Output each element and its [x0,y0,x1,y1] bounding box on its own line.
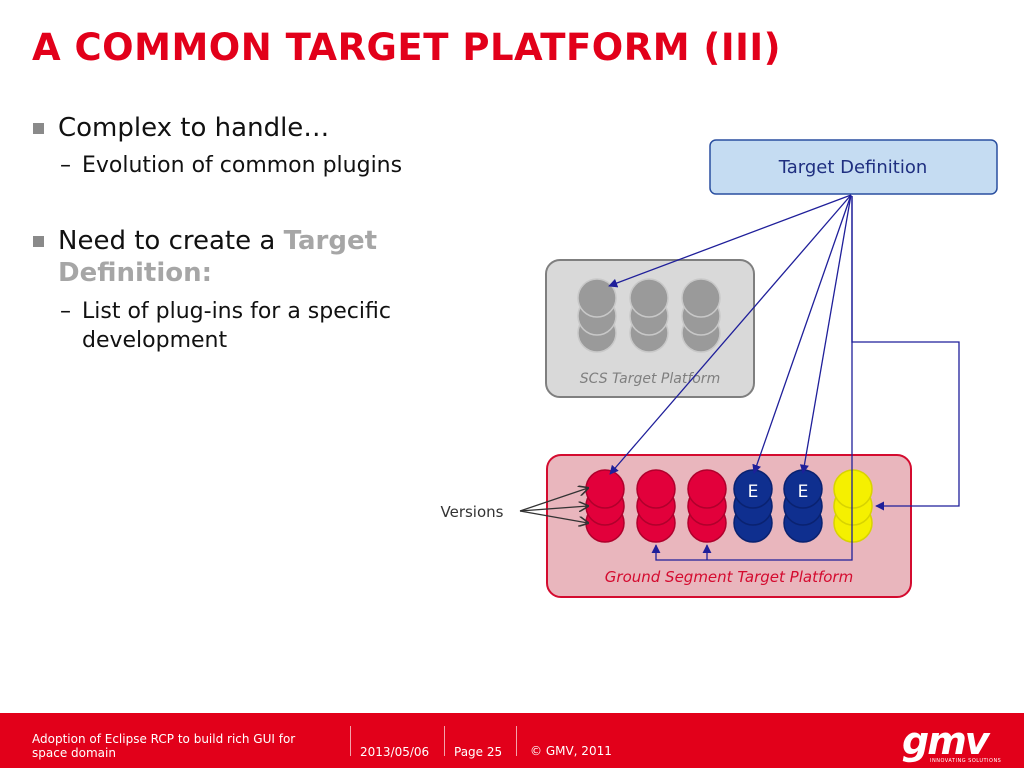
footer-doc-title-line1: Adoption of Eclipse RCP to build rich GU… [32,732,296,746]
plugin-letter: E [798,482,809,502]
versions-arrows [519,488,588,523]
ground-plugin-stacks: E E [585,469,873,543]
scs-platform-label: SCS Target Platform [580,371,720,387]
highlight-definition: Definition: [58,258,213,288]
arrow-to-scs [608,194,852,288]
bottom-connector [707,196,853,561]
bullet-text: Need to create a [58,226,284,256]
gray-plugin-stack [681,278,721,353]
gmv-logo: gmv [902,719,990,763]
dash-icon: – [60,299,71,324]
footer-date: 2013/05/06 [360,745,430,759]
gray-plugin-stack [629,278,669,353]
bullet-text: Complex to handle… [58,113,330,143]
bullet-square-icon [33,236,44,247]
arrow-to-red-stack [609,194,852,475]
slide-title: A COMMON TARGET PLATFORM (III) [32,26,782,69]
versions-label: Versions [441,503,504,521]
footer-divider [350,726,351,756]
scs-plugin-stacks [577,278,721,353]
yellow-plugin-stack [833,469,873,543]
navy-plugin-stack: E [783,469,823,543]
bullet-text-line1: Need to create a Target [58,225,377,257]
footer-divider [444,726,445,756]
red-plugin-stack [585,469,625,543]
highlight-target: Target [283,226,378,256]
sub-bullet-text: Evolution of common plugins [82,153,403,178]
platform-diagram: Target Definition SCS Target Platform [441,139,998,598]
dash-icon: – [60,153,71,178]
sub-bullet-text: List of plug-ins for a specific [82,299,391,324]
target-definition-box [709,139,998,195]
ground-platform-label: Ground Segment Target Platform [605,568,853,586]
footer-copyright: © GMV, 2011 [530,744,612,758]
bullet-square-icon [33,123,44,134]
gmv-logo-tagline: INNOVATING SOLUTIONS [930,758,1002,764]
arrow-to-navy-stack-2 [799,194,852,474]
footer-doc-title-line2: space domain [32,746,116,760]
gray-plugin-stack [577,278,617,353]
red-plugin-stack [636,469,676,543]
footer-divider [516,726,517,756]
footer-bar: Adoption of Eclipse RCP to build rich GU… [0,713,1024,768]
definition-arrows [608,194,960,561]
target-definition-label: Target Definition [778,157,928,178]
arrow-to-navy-stack-1 [752,194,852,474]
navy-plugin-stack: E [733,469,773,543]
plugin-letter: E [748,482,759,502]
sub-bullet-text-line2: development [82,328,228,353]
footer-page: Page 25 [454,745,503,759]
red-plugin-stack [687,469,727,543]
arrow-up-red-2 [651,544,707,561]
